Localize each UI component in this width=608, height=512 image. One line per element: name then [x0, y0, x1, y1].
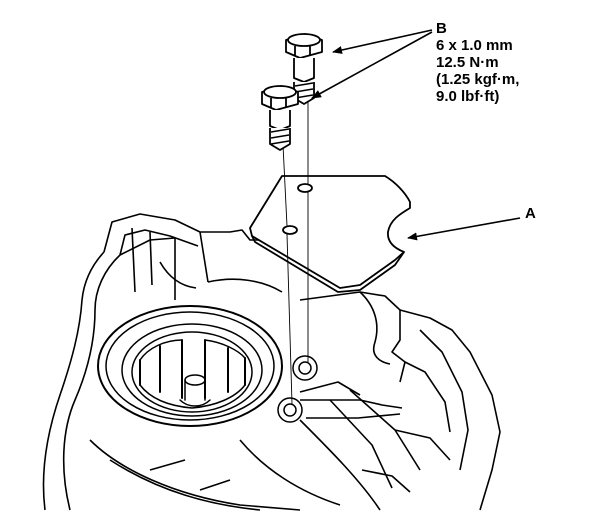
alignment-lines: [282, 100, 309, 405]
torque-nm-spec: 12.5 N·m: [436, 54, 499, 71]
housing-bolt-holes: [277, 355, 318, 423]
bolt-lower: [261, 85, 299, 151]
transmission-housing: [42, 213, 501, 511]
bracket-a: [249, 175, 411, 293]
leader-arrows: [311, 29, 521, 241]
callout-a-label: A: [525, 205, 536, 222]
leader-b-upper: [332, 29, 433, 54]
leader-b-lower: [311, 31, 433, 99]
callout-b-label: B: [436, 20, 447, 37]
bolt-size-spec: 6 x 1.0 mm: [436, 37, 513, 54]
bearing-bore: [97, 305, 283, 427]
torque-lbfft-spec: 9.0 lbf·ft): [436, 88, 500, 105]
torque-kgfm-spec: (1.25 kgf·m,: [436, 71, 520, 88]
leader-a: [407, 217, 521, 241]
